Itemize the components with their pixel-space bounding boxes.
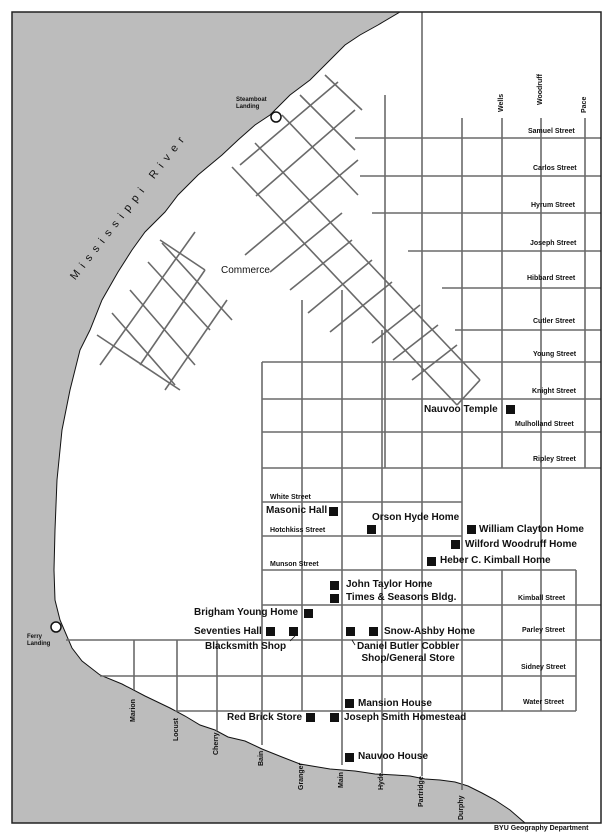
street-bain: Bain [258,750,265,766]
street-grid [66,12,601,790]
william-clayton-home-label: William Clayton Home [479,524,584,535]
nauvoo-temple-label: Nauvoo Temple [424,404,498,415]
joseph-smith-homestead-label: Joseph Smith Homestead [344,712,467,723]
street-locust: Locust [173,718,180,741]
street-mulholland: Mulholland Street [515,421,574,428]
street-hotchkiss: Hotchkiss Street [270,527,326,534]
seventies-hall-label: Seventies Hall [194,626,262,637]
street-hyde: Hyde [378,772,385,790]
street-hibbard: Hibbard Street [527,275,576,282]
street-marion: Marion [130,699,137,722]
mansion-house-marker [345,699,354,708]
masonic-hall-label: Masonic Hall [266,505,328,516]
orson-hyde-home-label: Orson Hyde Home [372,512,460,523]
wilford-woodruff-home-label: Wilford Woodruff Home [465,539,577,550]
street-cutler: Cutler Street [533,318,576,325]
street-ripley: Ripley Street [533,456,576,463]
street-main: Main [338,772,345,788]
brigham-young-home-marker [304,609,313,618]
street-samuel: Samuel Street [528,128,575,135]
daniel-butler-shop-marker [346,627,355,636]
nauvoo-house-marker [345,753,354,762]
street-hyrum: Hyrum Street [531,202,575,209]
snow-ashby-home-label: Snow-Ashby Home [384,626,476,637]
mansion-house-label: Mansion House [358,698,432,709]
street-cherry: Cherry [213,732,220,755]
street-joseph: Joseph Street [530,240,577,247]
street-partridge: Partridge [418,776,425,807]
street-granger: Granger [298,762,305,790]
times-seasons-bldg-marker [330,594,339,603]
street-knight: Knight Street [532,388,576,395]
john-taylor-home-label: John Taylor Home [346,579,433,590]
heber-c-kimball-home-marker [427,557,436,566]
map-border [11,11,602,824]
snow-ashby-home-marker [369,627,378,636]
street-munson: Munson Street [270,561,319,568]
credit-text: BYU Geography Department [494,825,589,832]
street-parley: Parley Street [522,627,565,634]
street-durphy: Durphy [458,795,465,821]
steamboat-landing-marker [270,111,282,123]
red-brick-store-marker [306,713,315,722]
blacksmith-shop-marker [289,627,298,636]
street-white: White Street [270,494,311,501]
blacksmith-shop-label: Blacksmith Shop [205,641,287,652]
brigham-young-home-label: Brigham Young Home [194,607,299,618]
ferry-landing-marker [50,621,62,633]
masonic-hall-marker [329,507,338,516]
john-taylor-home-marker [330,581,339,590]
william-clayton-home-marker [467,525,476,534]
street-water: Water Street [523,699,564,706]
land-area [53,11,602,824]
street-wells: Wells [498,93,505,112]
joseph-smith-homestead-marker [330,713,339,722]
nauvoo-temple-marker [506,405,515,414]
times-seasons-bldg-label: Times & Seasons Bldg. [346,592,457,603]
street-kimball: Kimball Street [518,595,566,602]
orson-hyde-home-marker [367,525,376,534]
seventies-hall-marker [266,627,275,636]
street-young: Young Street [533,351,577,358]
street-woodruff: Woodruff [537,74,544,105]
street-pace: Pace [581,96,588,113]
wilford-woodruff-home-marker [451,540,460,549]
heber-c-kimball-home-label: Heber C. Kimball Home [440,555,551,566]
red-brick-store-label: Red Brick Store [227,712,303,723]
street-carlos: Carlos Street [533,165,577,172]
nauvoo-house-label: Nauvoo House [358,751,429,762]
commerce-label: Commerce [221,265,270,276]
street-sidney: Sidney Street [521,664,566,671]
